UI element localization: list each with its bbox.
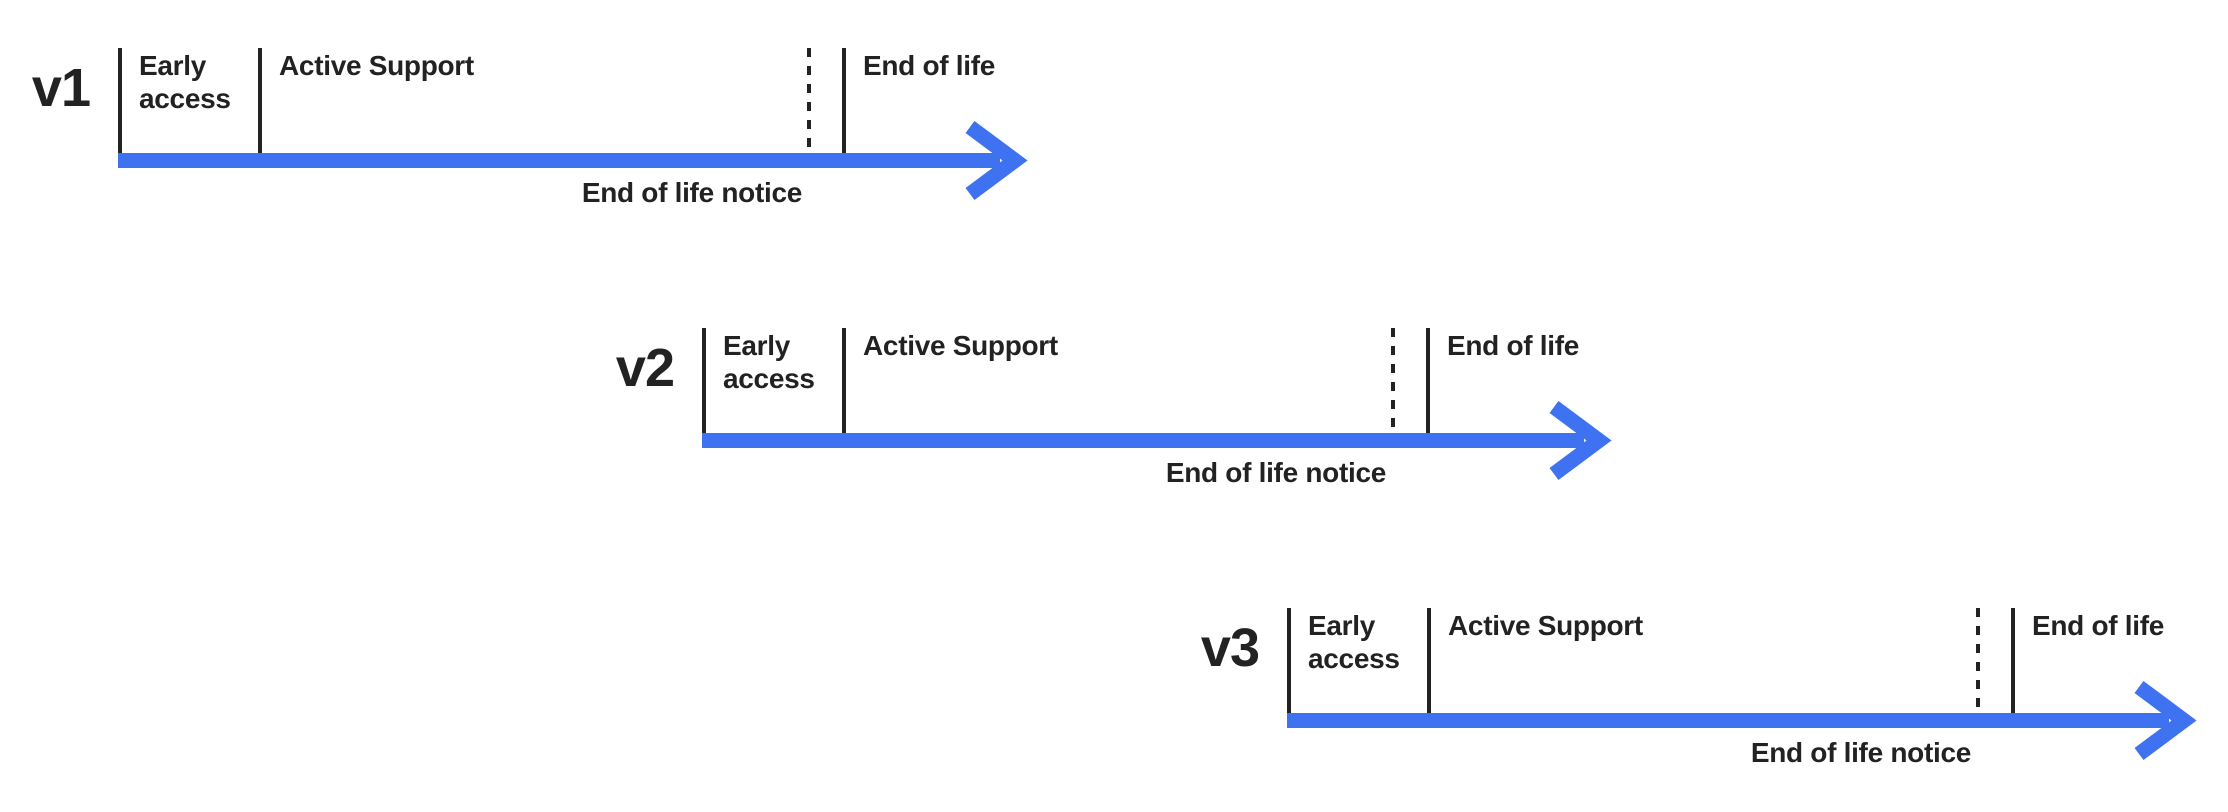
end-of-life-tick [2011,608,2015,713]
version-timeline-v3: v3 Early access Active Support End of li… [1201,608,2207,808]
arrow-shaft [1287,713,2169,728]
version-timeline-v1: v1 Early access Active Support End of li… [32,48,1038,248]
early-access-label: Early access [1308,610,1400,674]
active-support-start-tick [1427,608,1431,713]
timeline-arrow-icon [118,120,1028,201]
arrow-shaft [118,153,1000,168]
early-access-label: Early access [723,330,815,394]
end-of-life-label: End of life [2032,610,2165,641]
end-of-life-tick [842,48,846,153]
arrow-head-icon [965,120,1028,201]
early-access-label: Early access [139,50,231,114]
eol-notice-label: End of life notice [1750,737,1971,768]
active-support-label: Active Support [1448,610,1643,641]
active-support-start-tick [258,48,262,153]
active-support-label: Active Support [863,330,1058,361]
arrow-head-icon [2134,680,2197,761]
version-label: v2 [615,338,675,398]
timeline-arrow-icon [1287,680,2197,761]
eol-notice-label: End of life notice [581,177,802,208]
early-access-start-tick [1287,608,1291,713]
arrow-head-icon [1549,400,1612,481]
eol-notice-dashed-tick [1976,608,1980,708]
end-of-life-label: End of life [1447,330,1580,361]
active-support-start-tick [842,328,846,433]
active-support-label: Active Support [279,50,474,81]
version-label: v1 [31,58,91,118]
version-label: v3 [1200,618,1260,678]
timeline-arrow-icon [702,400,1612,481]
eol-notice-dashed-tick [1391,328,1395,428]
end-of-life-tick [1426,328,1430,433]
eol-notice-label: End of life notice [1165,457,1386,488]
arrow-shaft [702,433,1584,448]
early-access-start-tick [702,328,706,433]
end-of-life-label: End of life [863,50,996,81]
version-timeline-v2: v2 Early access Active Support End of li… [616,328,1622,528]
eol-notice-dashed-tick [807,48,811,148]
early-access-start-tick [118,48,122,153]
